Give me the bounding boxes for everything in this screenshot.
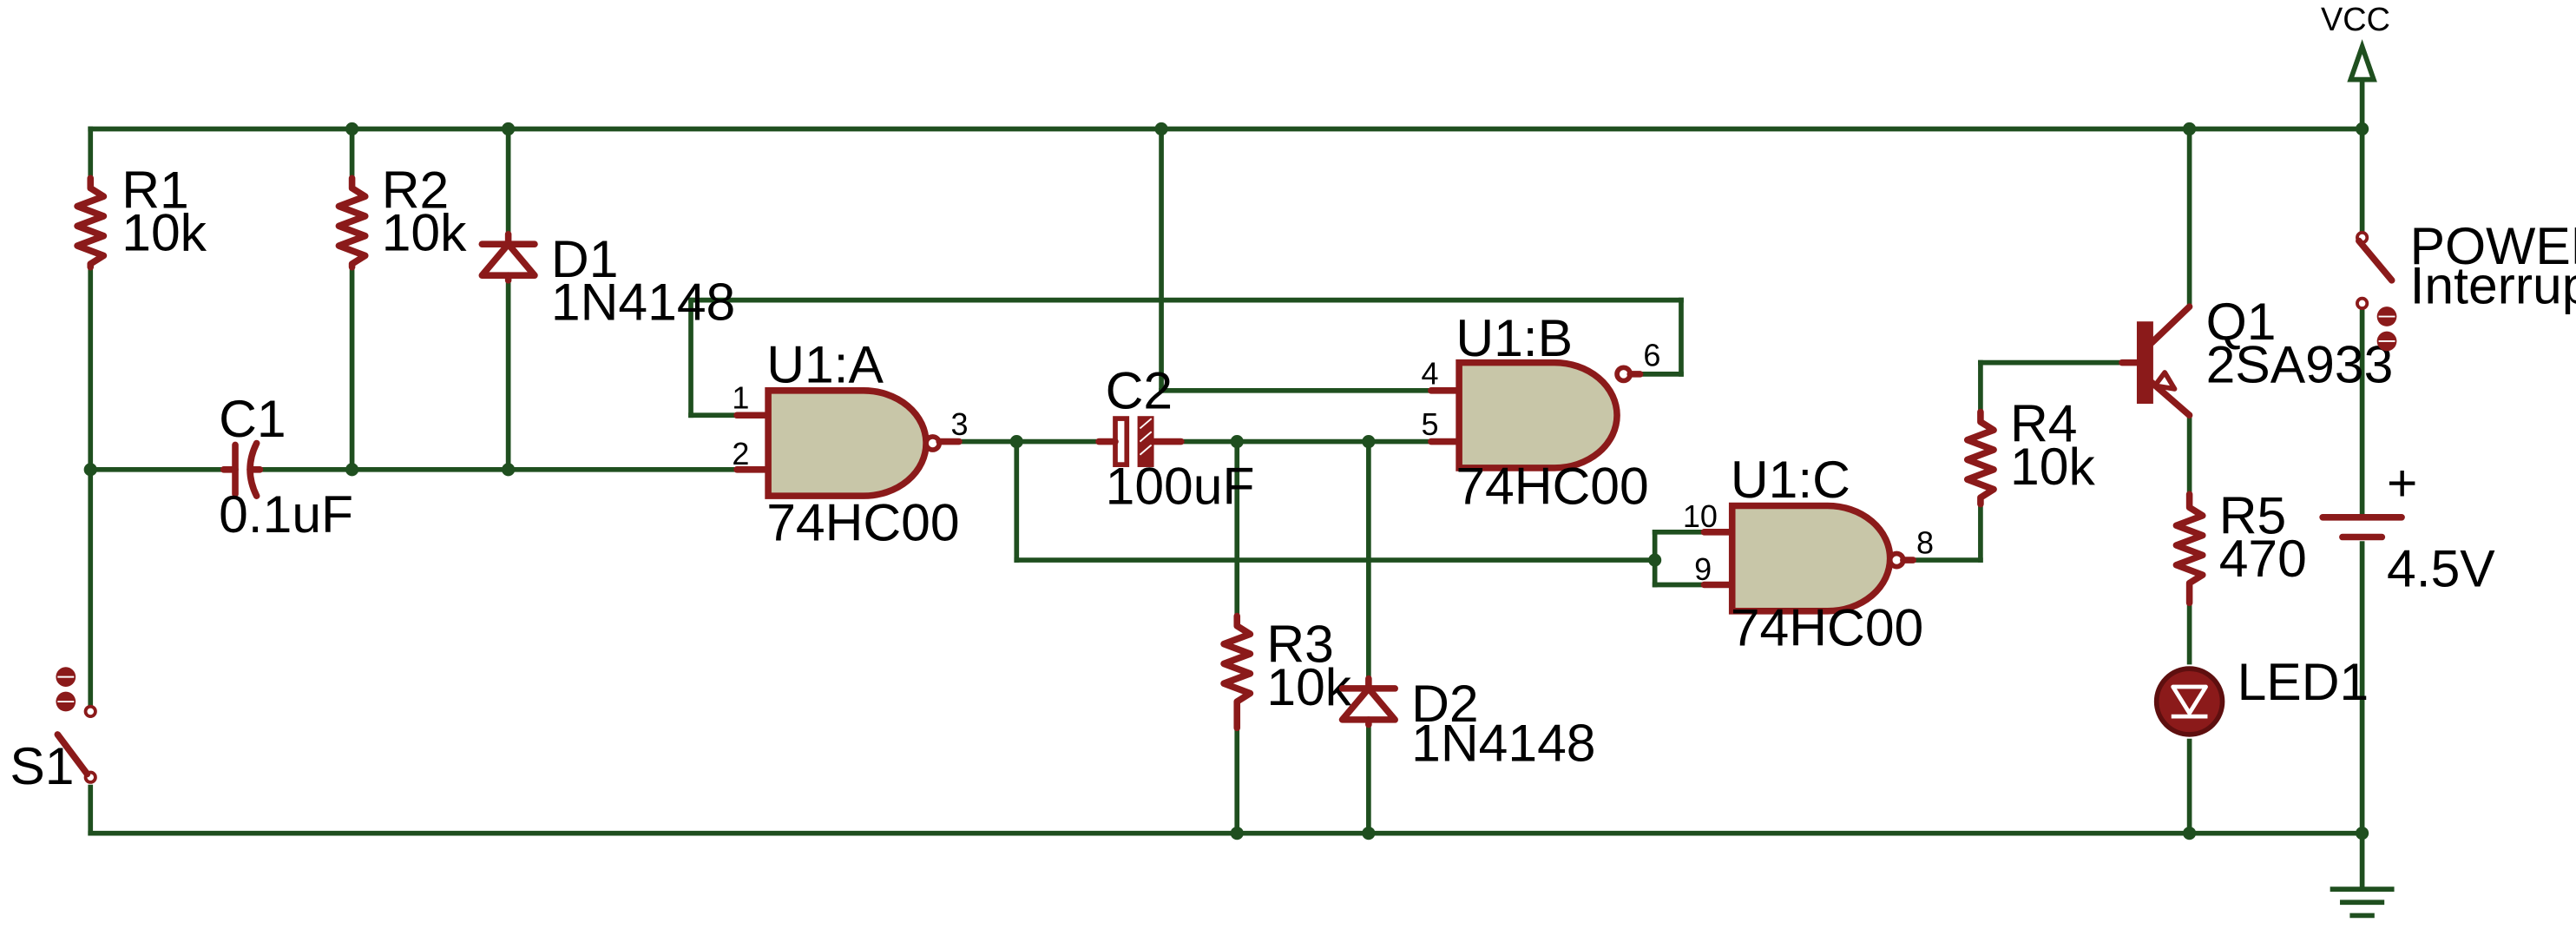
nand-gate-u1c[interactable]: 10 9 8 U1:C 74HC00 xyxy=(1683,450,1934,657)
u1c-pin-9: 9 xyxy=(1694,551,1712,587)
diode-d2[interactable]: D2 1N4148 xyxy=(1338,674,1596,772)
u1b-pin-4: 4 xyxy=(1422,355,1439,391)
resistor-r3[interactable]: R3 10k xyxy=(1220,612,1352,732)
u1a-part: 74HC00 xyxy=(766,492,959,551)
nand-gate-u1a[interactable]: 1 2 3 U1:A 74HC00 xyxy=(732,334,968,551)
c2-ref: C2 xyxy=(1106,361,1173,420)
u1b-pin-5: 5 xyxy=(1422,406,1439,442)
u1c-pin-8: 8 xyxy=(1916,524,1934,560)
junctions xyxy=(83,122,2369,840)
u1a-pin-3: 3 xyxy=(950,406,968,442)
d2-ref: D2 xyxy=(1411,674,1479,733)
s1-ref: S1 xyxy=(10,736,74,795)
d2-value: 1N4148 xyxy=(1411,713,1595,772)
u1b-ref: U1:B xyxy=(1456,308,1573,367)
led-1[interactable]: LED1 xyxy=(2153,652,2369,737)
q1-value: 2SA933 xyxy=(2206,334,2394,393)
capacitor-c2[interactable]: C2 100uF xyxy=(1095,361,1255,516)
r4-value: 10k xyxy=(2010,437,2095,496)
c2-value: 100uF xyxy=(1106,457,1255,516)
u1b-pin-6: 6 xyxy=(1643,337,1660,372)
battery[interactable]: + 4.5V xyxy=(2319,453,2495,598)
r1-value: 10k xyxy=(122,203,207,262)
resistor-r2[interactable]: R2 10k xyxy=(335,160,467,271)
vcc-label: VCC xyxy=(2321,2,2390,38)
r1-ref: R1 xyxy=(122,160,189,219)
r3-value: 10k xyxy=(1266,657,1351,716)
switch-power[interactable]: POWER Interrupteur xyxy=(2356,216,2576,352)
r5-value: 470 xyxy=(2219,529,2307,588)
power-switch-value: Interrupteur xyxy=(2410,255,2576,314)
battery-polarity: + xyxy=(2387,453,2417,512)
u1a-pin-1: 1 xyxy=(732,380,749,416)
u1a-pin-2: 2 xyxy=(732,436,749,471)
switch-s1[interactable]: S1 xyxy=(10,667,97,795)
r3-ref: R3 xyxy=(1266,615,1334,674)
capacitor-c1[interactable]: C1 0.1uF xyxy=(219,389,353,544)
q1-ref: Q1 xyxy=(2206,292,2277,351)
battery-value: 4.5V xyxy=(2387,538,2495,597)
u1a-ref: U1:A xyxy=(766,334,884,393)
resistor-r5[interactable]: R5 470 xyxy=(2172,486,2307,607)
r2-ref: R2 xyxy=(382,160,450,219)
u1b-part: 74HC00 xyxy=(1456,457,1648,516)
transistor-q1[interactable]: Q1 2SA933 xyxy=(2119,292,2394,419)
resistor-r1[interactable]: R1 10k xyxy=(74,160,207,271)
diode-d1[interactable]: D1 1N4148 xyxy=(478,229,735,331)
r4-ref: R4 xyxy=(2010,394,2077,453)
led1-ref: LED1 xyxy=(2238,652,2369,711)
wires xyxy=(88,80,2365,889)
d1-value: 1N4148 xyxy=(551,272,735,331)
u1c-ref: U1:C xyxy=(1731,450,1850,509)
power-switch-ref: POWER xyxy=(2410,216,2576,275)
ground-symbol xyxy=(2330,886,2395,919)
u1c-pin-10: 10 xyxy=(1683,498,1718,534)
r2-value: 10k xyxy=(382,203,467,262)
u1c-part: 74HC00 xyxy=(1731,598,1923,657)
resistor-r4[interactable]: R4 10k xyxy=(1963,394,2096,508)
c1-value: 0.1uF xyxy=(219,484,353,544)
c1-ref: C1 xyxy=(219,389,286,448)
d1-ref: D1 xyxy=(551,229,619,288)
r5-ref: R5 xyxy=(2219,486,2287,545)
vcc-symbol: VCC xyxy=(2321,2,2390,82)
nand-gate-u1b[interactable]: 4 5 6 U1:B 74HC00 xyxy=(1422,308,1661,516)
